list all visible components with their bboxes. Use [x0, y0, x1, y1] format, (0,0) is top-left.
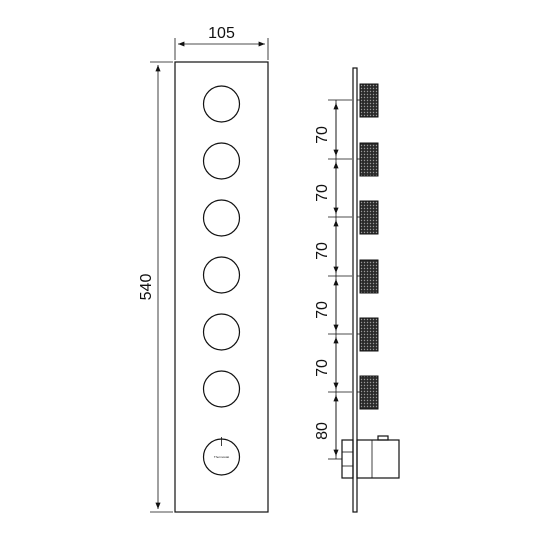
side-knob-2: [359, 142, 379, 177]
spacing-dimensions: 70 70 70 70 70 80: [314, 99, 352, 460]
handle-1: [202, 85, 241, 123]
side-knob-4: [359, 259, 379, 294]
side-knob-3: [359, 200, 379, 235]
side-knob-6: [359, 375, 379, 410]
handle-6: [202, 370, 241, 408]
front-handles: [202, 85, 241, 408]
side-plate: [352, 67, 358, 513]
spacing-label-5: 70: [314, 359, 331, 377]
handle-2: [202, 142, 241, 180]
width-dimension: 105: [174, 25, 269, 60]
front-plate: [174, 61, 269, 513]
side-knobs: [357, 83, 379, 410]
spacing-label-6: 80: [314, 422, 331, 440]
handle-3: [202, 199, 241, 237]
side-knob-1: [359, 83, 379, 118]
side-knob-5: [359, 317, 379, 352]
width-label: 105: [208, 25, 235, 42]
thermostat-handle: Thermostat: [202, 437, 241, 476]
side-view: 70 70 70 70 70 80: [314, 67, 400, 513]
spacing-label-4: 70: [314, 301, 331, 319]
side-thermostat: [341, 435, 400, 479]
spacing-label-3: 70: [314, 242, 331, 260]
front-view: Thermostat 105 540: [138, 25, 269, 513]
handle-5: [202, 313, 241, 351]
thermostat-label: Thermostat: [214, 455, 229, 459]
spacing-label-2: 70: [314, 184, 331, 202]
handle-4: [202, 256, 241, 294]
height-dimension: 540: [138, 61, 173, 513]
spacing-label-1: 70: [314, 126, 331, 144]
height-label: 540: [138, 274, 155, 301]
